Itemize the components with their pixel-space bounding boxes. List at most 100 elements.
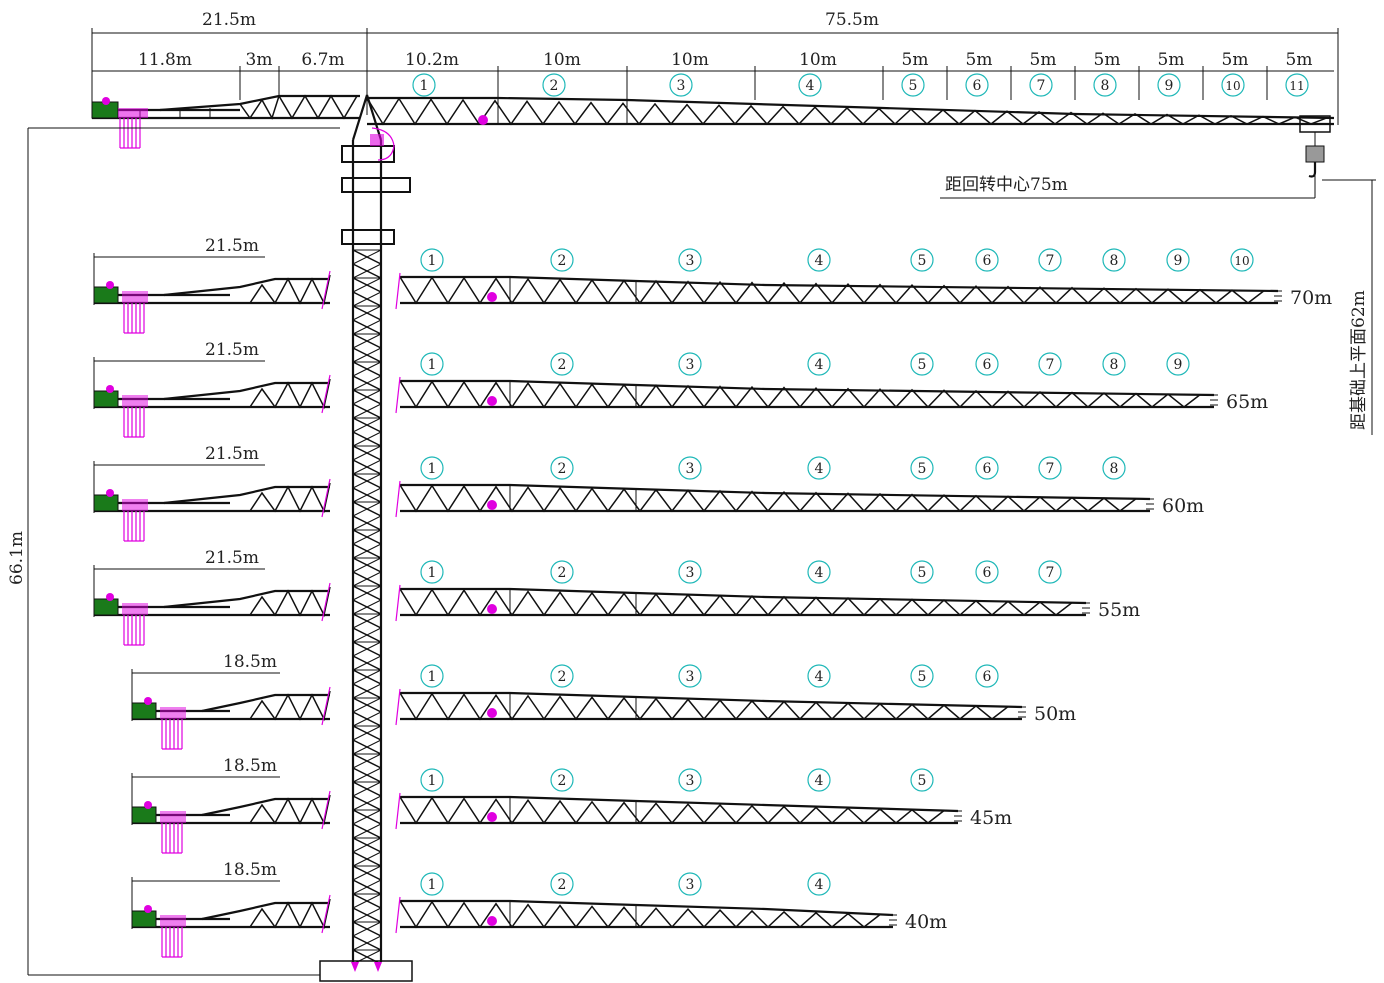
dim-section-2: 10m (543, 50, 581, 70)
section-number-3: 3 (678, 456, 702, 480)
section-number-10: 10 (1230, 248, 1254, 272)
svg-text:4: 4 (815, 461, 824, 477)
dim-counter-1: 11.8m (138, 50, 192, 70)
section-number-5: 5 (910, 352, 934, 376)
counterweight-icon (160, 811, 186, 854)
trolley-icon (487, 916, 497, 926)
section-number-5: 5 (910, 768, 934, 792)
svg-text:4: 4 (806, 78, 815, 94)
svg-text:5: 5 (918, 669, 927, 685)
svg-text:3: 3 (686, 461, 695, 477)
winch-icon (106, 593, 114, 601)
trolley-icon (487, 812, 497, 822)
dim-section-5: 5m (902, 50, 929, 70)
svg-text:2: 2 (558, 877, 567, 893)
svg-text:4: 4 (815, 253, 824, 269)
section-number-1: 1 (420, 456, 444, 480)
svg-text:6: 6 (973, 78, 982, 94)
top-section-numbers: 1 2 3 4 5 6 7 8 9 10 11 (412, 73, 1309, 97)
counterweight-icon (118, 108, 148, 149)
dim-section-7: 5m (1030, 50, 1057, 70)
section-number-8: 8 (1102, 352, 1126, 376)
section-number-4: 4 (807, 456, 831, 480)
section-number-5: 5 (910, 664, 934, 688)
svg-text:6: 6 (983, 253, 992, 269)
section-number-5: 5 (901, 73, 925, 97)
dim-counter-3: 6.7m (301, 50, 344, 70)
section-number-7: 7 (1029, 73, 1053, 97)
svg-text:3: 3 (686, 773, 695, 789)
counter-machinery-icon (93, 494, 119, 512)
section-number-7: 7 (1038, 248, 1062, 272)
section-number-9: 9 (1157, 73, 1181, 97)
svg-text:4: 4 (815, 357, 824, 373)
section-number-6: 6 (975, 352, 999, 376)
counter-jib-length-label: 21.5m (205, 548, 259, 568)
svg-text:2: 2 (558, 461, 567, 477)
trolley-icon (487, 292, 497, 302)
section-number-2: 2 (550, 664, 574, 688)
section-number-10: 10 (1221, 73, 1245, 97)
section-number-3: 3 (678, 560, 702, 584)
counter-machinery-icon (131, 910, 157, 928)
section-number-2: 2 (550, 768, 574, 792)
counter-machinery-icon (93, 286, 119, 304)
svg-text:7: 7 (1046, 253, 1055, 269)
svg-text:1: 1 (428, 669, 437, 685)
svg-text:3: 3 (686, 877, 695, 893)
svg-text:3: 3 (686, 357, 695, 373)
dim-section-1: 10.2m (405, 50, 459, 70)
section-number-1: 1 (420, 768, 444, 792)
svg-text:7: 7 (1046, 461, 1055, 477)
svg-text:1: 1 (428, 773, 437, 789)
svg-text:1: 1 (428, 877, 437, 893)
svg-text:5: 5 (918, 357, 927, 373)
winch-icon (106, 489, 114, 497)
svg-text:10: 10 (1225, 79, 1240, 93)
svg-text:7: 7 (1037, 78, 1046, 94)
section-number-9: 9 (1166, 352, 1190, 376)
svg-text:10: 10 (1234, 254, 1249, 268)
jib-radius-label: 65m (1226, 391, 1268, 413)
section-number-1: 1 (412, 73, 436, 97)
svg-text:8: 8 (1110, 253, 1119, 269)
section-number-6: 6 (975, 248, 999, 272)
jib-radius-label: 40m (905, 911, 947, 933)
section-number-2: 2 (550, 456, 574, 480)
section-number-7: 7 (1038, 456, 1062, 480)
counter-machinery-icon (93, 598, 119, 616)
counter-jib-length-label: 18.5m (223, 860, 277, 880)
svg-text:6: 6 (983, 669, 992, 685)
section-number-1: 1 (420, 664, 444, 688)
dim-jib-overall: 75.5m (825, 10, 879, 30)
winch-icon (144, 905, 152, 913)
jib-radius-label: 60m (1162, 495, 1204, 517)
svg-text:9: 9 (1165, 78, 1174, 94)
jib-radius-label: 50m (1034, 703, 1076, 725)
section-number-6: 6 (965, 73, 989, 97)
section-number-1: 1 (420, 352, 444, 376)
counter-machinery-icon (93, 390, 119, 408)
counter-jib-length-label: 21.5m (205, 340, 259, 360)
svg-text:2: 2 (558, 357, 567, 373)
counterweight-icon (160, 707, 186, 750)
dim-section-10: 5m (1222, 50, 1249, 70)
counter-jib-length-label: 21.5m (205, 444, 259, 464)
section-number-2: 2 (550, 352, 574, 376)
jib-radius-label: 55m (1098, 599, 1140, 621)
svg-text:6: 6 (983, 357, 992, 373)
svg-text:4: 4 (815, 877, 824, 893)
section-number-7: 7 (1038, 560, 1062, 584)
svg-text:1: 1 (428, 253, 437, 269)
section-number-6: 6 (975, 664, 999, 688)
section-number-1: 1 (420, 560, 444, 584)
counterweight-icon (122, 603, 148, 646)
section-number-3: 3 (678, 768, 702, 792)
section-number-3: 3 (678, 248, 702, 272)
dim-section-6: 5m (966, 50, 993, 70)
